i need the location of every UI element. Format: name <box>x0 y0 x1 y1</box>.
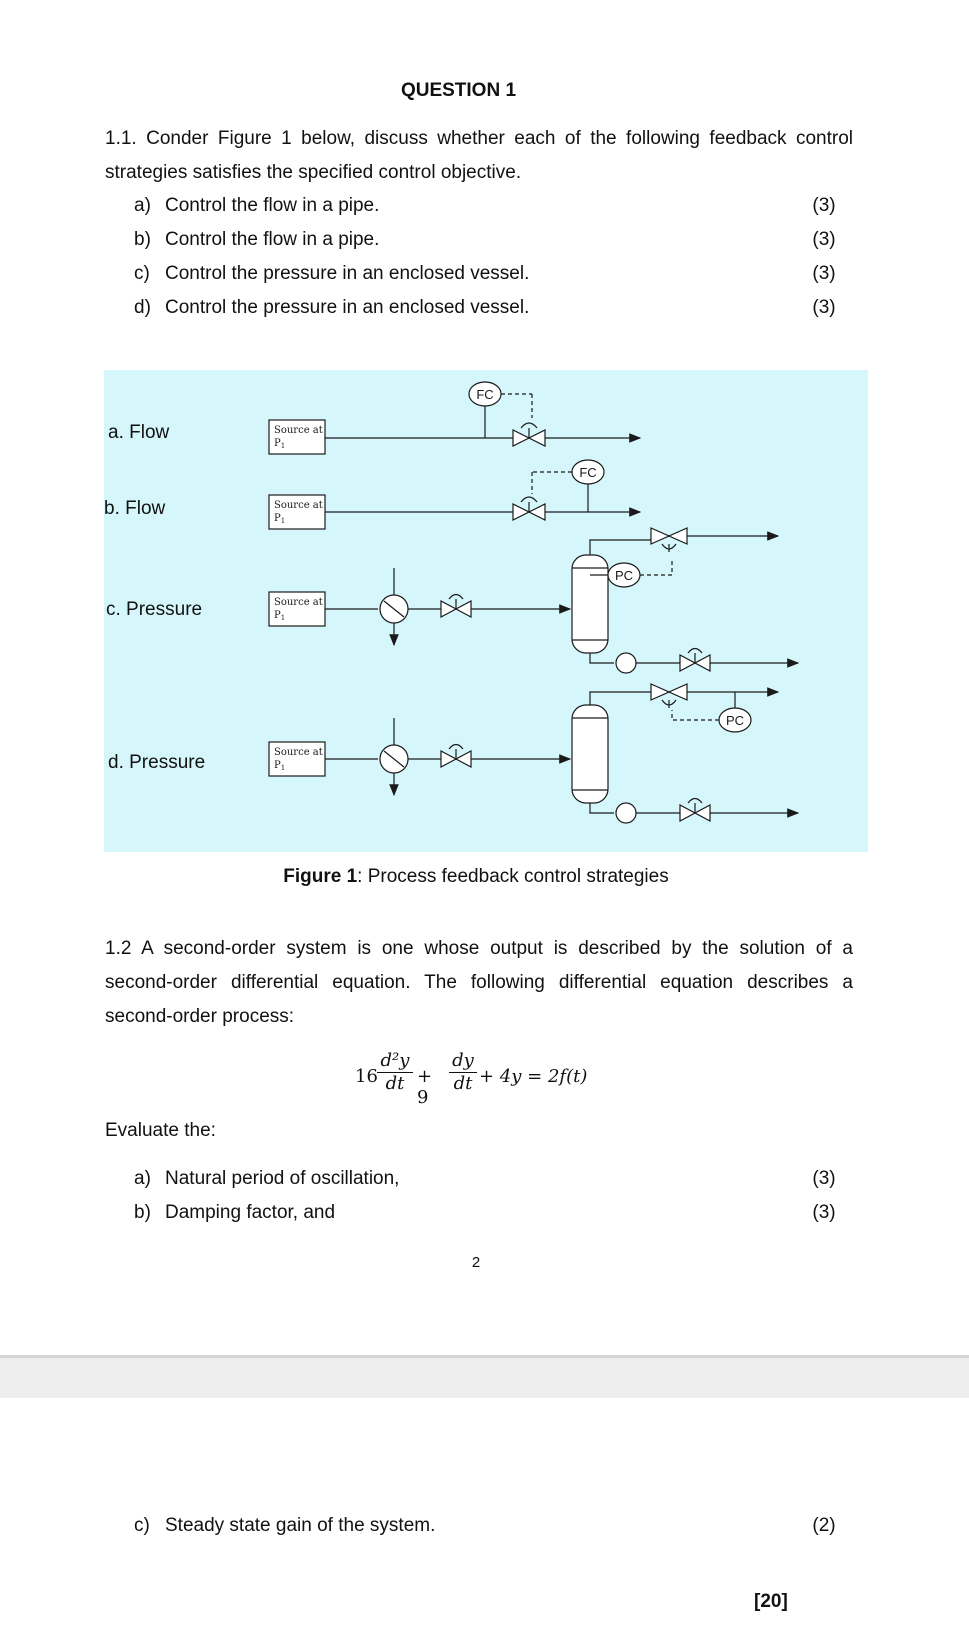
q1-2-item-c-marks: (2) <box>812 1515 836 1536</box>
page-break-gap <box>0 1355 969 1398</box>
q1-1-intro-line1: 1.1. Conder Figure 1 below, discuss whet… <box>105 128 853 149</box>
source-box-c <box>268 591 326 627</box>
item-label: a) <box>134 195 151 216</box>
pc-label-c: PC <box>615 568 633 583</box>
row-a-flow <box>268 381 642 455</box>
source-d-line1: Source at <box>274 747 323 758</box>
item-text: Control the flow in a pipe. <box>165 229 380 250</box>
source-b-line1: Source at <box>274 500 323 511</box>
q1-2-item-a-marks: (3) <box>812 1168 836 1189</box>
q1-2-line3: second-order process: <box>105 1006 295 1027</box>
pump-d-bottom <box>615 802 637 824</box>
q1-1-item-c-marks: (3) <box>812 263 836 284</box>
source-c-line2: P1 <box>274 610 285 622</box>
source-b-line2: P1 <box>274 513 285 525</box>
item-label: b) <box>134 1202 151 1223</box>
eq-num2: dy <box>449 1050 477 1073</box>
fc-label-a: FC <box>476 387 493 402</box>
figure-1-diagram: a. Flow b. Flow c. Pressure d. Pressure <box>104 370 868 852</box>
caption-bold: Figure 1 <box>283 866 358 887</box>
row-c-pressure <box>268 527 800 674</box>
eq-coef1: 16 <box>355 1066 378 1087</box>
eq-den2: dt <box>453 1073 473 1094</box>
item-text: Control the pressure in an enclosed vess… <box>165 263 530 284</box>
source-box-a <box>268 419 326 455</box>
row-label-a: a. Flow <box>108 422 170 443</box>
row-b-flow <box>268 459 642 530</box>
vessel-c <box>571 554 609 654</box>
row-label-b: b. Flow <box>104 498 166 519</box>
eq-plus1: + 9 <box>417 1066 433 1108</box>
q1-2-line1: 1.2 A second-order system is one whose o… <box>105 938 853 959</box>
eq-frac1: d²y dt <box>377 1050 413 1095</box>
item-text: Steady state gain of the system. <box>165 1515 436 1536</box>
question-title: QUESTION 1 <box>400 80 517 101</box>
q1-1-item-a: a) Control the flow in a pipe. <box>134 195 379 217</box>
q1-1-item-b: b) Control the flow in a pipe. <box>134 229 379 251</box>
q1-1-item-d: d) Control the pressure in an enclosed v… <box>134 297 529 319</box>
q1-2-line2: second-order differential equation. The … <box>105 972 853 993</box>
item-label: c) <box>134 263 150 284</box>
source-a-line1: Source at <box>274 425 323 436</box>
pc-label-d: PC <box>726 713 744 728</box>
item-text: Damping factor, and <box>165 1202 336 1223</box>
source-d-line2: P1 <box>274 760 285 772</box>
eq-rest: + 4y = 2f(t) <box>479 1066 588 1087</box>
pump-c-bottom <box>615 652 637 674</box>
page-number: 2 <box>471 1254 481 1271</box>
q1-1-item-b-marks: (3) <box>812 229 836 250</box>
caption-rest: : Process feedback control strategies <box>357 866 669 887</box>
fc-label-b: FC <box>579 465 596 480</box>
item-text: Control the pressure in an enclosed vess… <box>165 297 530 318</box>
item-text: Natural period of oscillation, <box>165 1168 400 1189</box>
process-diagram-svg: Source at P1 Source at P1 Source at P1 S… <box>268 381 800 824</box>
row-label-c: c. Pressure <box>106 599 203 620</box>
q1-1-item-d-marks: (3) <box>812 297 836 318</box>
vapour-line-d <box>589 687 780 705</box>
item-label: d) <box>134 297 151 318</box>
q1-1-item-c: c) Control the pressure in an enclosed v… <box>134 263 529 285</box>
row-label-d: d. Pressure <box>108 752 206 773</box>
item-text: Control the flow in a pipe. <box>165 195 380 216</box>
source-c-line1: Source at <box>274 597 323 608</box>
q1-2-item-c: c) Steady state gain of the system. <box>134 1515 435 1537</box>
q1-2-item-a: a) Natural period of oscillation, <box>134 1168 399 1190</box>
source-a-line2: P1 <box>274 438 285 450</box>
vessel-d <box>571 704 609 804</box>
valve-c-top <box>650 527 688 545</box>
figure-caption: Figure 1: Process feedback control strat… <box>0 866 952 888</box>
eq-den1: dt <box>385 1073 405 1094</box>
source-box-d <box>268 741 326 777</box>
evaluate-label: Evaluate the: <box>105 1120 216 1141</box>
item-label: c) <box>134 1515 150 1536</box>
q1-1-item-a-marks: (3) <box>812 195 836 216</box>
row-d-pressure <box>268 683 800 824</box>
eq-frac2: dy dt <box>449 1050 477 1095</box>
eq-num1: d²y <box>377 1050 413 1073</box>
item-label: a) <box>134 1168 151 1189</box>
total-marks: [20] <box>754 1591 788 1612</box>
q1-1-intro-line2: strategies satisfies the specified contr… <box>105 162 522 183</box>
item-label: b) <box>134 229 151 250</box>
q1-2-item-b-marks: (3) <box>812 1202 836 1223</box>
q1-2-item-b: b) Damping factor, and <box>134 1202 335 1224</box>
